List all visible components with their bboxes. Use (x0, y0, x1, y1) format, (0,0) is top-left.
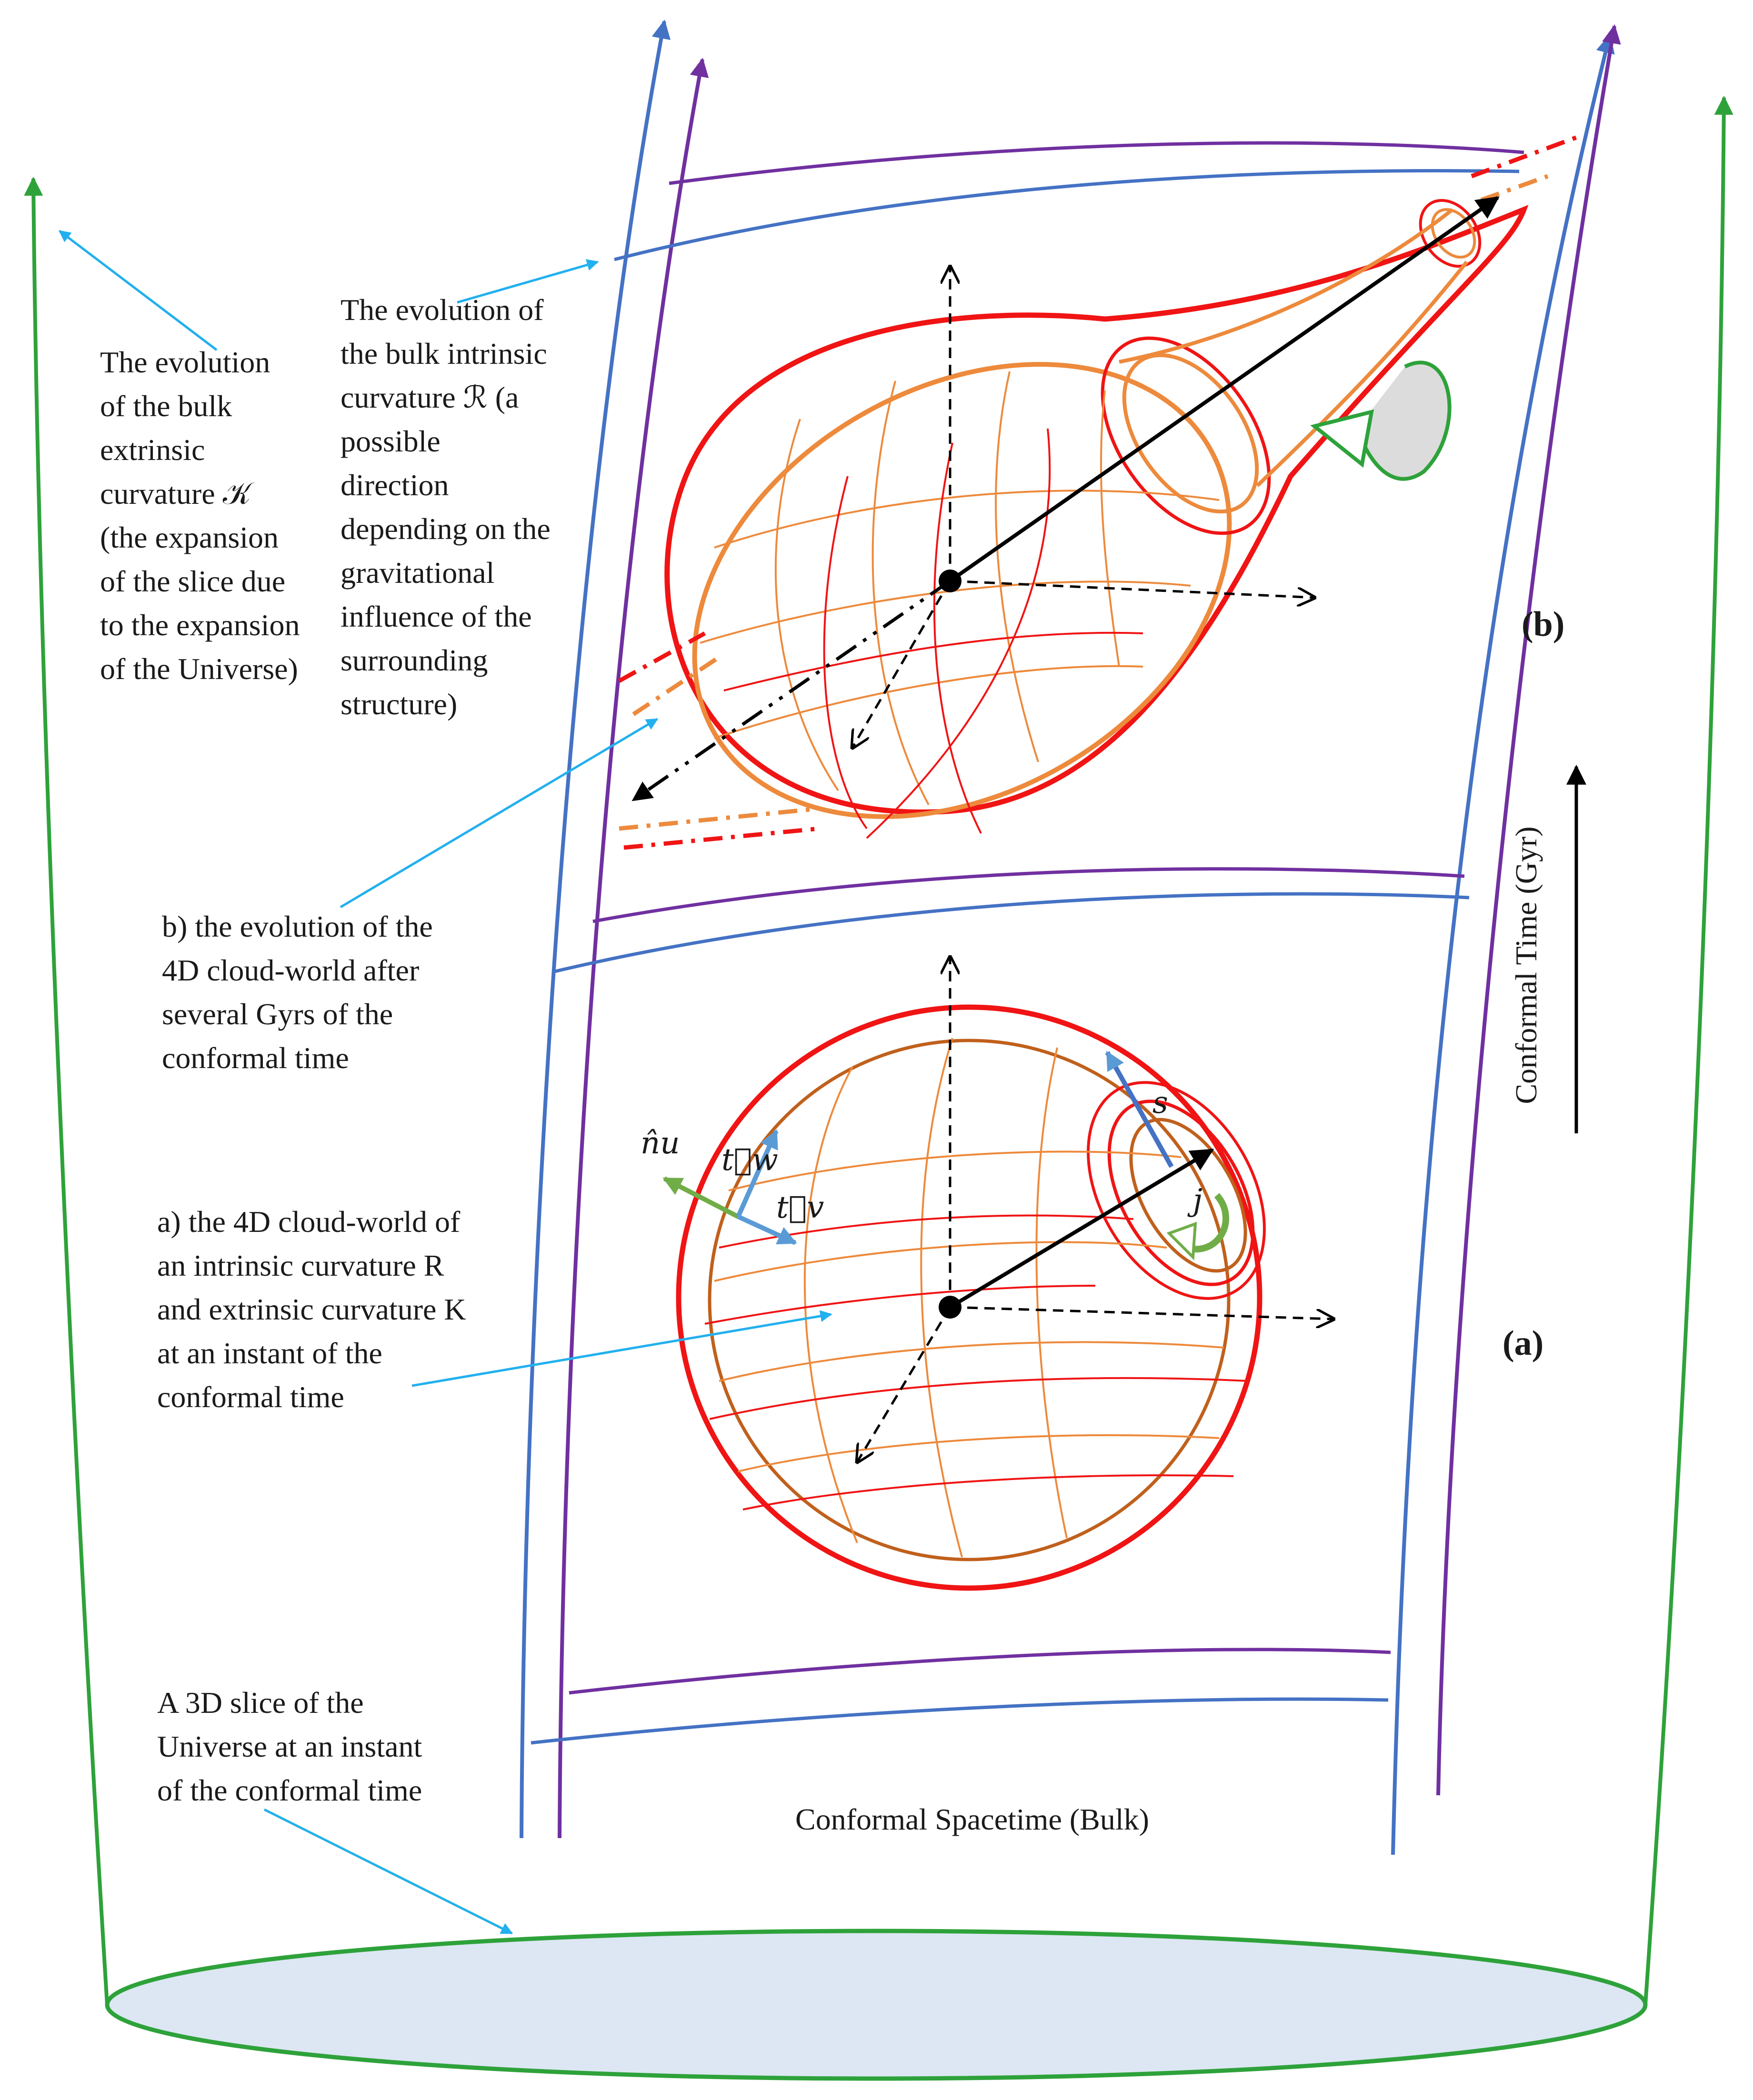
cloud-b-ring-orange (1122, 353, 1259, 514)
pointer-intrinsic (457, 259, 599, 304)
label-n-u: n̂u (641, 1126, 680, 1161)
extrinsic-curve-right (1643, 96, 1733, 2005)
label-evolution-b: b) the evolution of the 4D cloud-world a… (162, 910, 433, 1075)
extrinsic-curve-left (24, 177, 109, 2005)
label-cloud-a: a) the 4D cloud-world of an intrinsic cu… (157, 1205, 466, 1414)
rotation-b-head (1310, 409, 1374, 468)
rotation-j (1185, 1193, 1229, 1253)
label-panel-b: (b) (1522, 605, 1565, 644)
label-time-axis: Conformal Time (Gyr) (1509, 826, 1543, 1104)
slice-low-purple (569, 1648, 1391, 1695)
pointer-evolution-b (340, 718, 659, 909)
cloud-b-tip-orange (1431, 208, 1476, 259)
slice-mid-purple (592, 867, 1465, 923)
cloud-b-ring-red (1101, 336, 1271, 535)
bulk-blue-left (520, 20, 671, 1839)
base-slice-ellipse (105, 1929, 1648, 2081)
label-t-v: t⃗v (776, 1190, 824, 1225)
cloud-b-tail-red-1 (618, 631, 706, 683)
vector-b-main (949, 196, 1500, 583)
vector-a-main (949, 1148, 1214, 1309)
rotation-j-head (1166, 1221, 1197, 1260)
slice-low-blue (531, 1697, 1389, 1745)
cloud-a-outer (676, 1004, 1262, 1591)
cloud-b-tip-red (1419, 199, 1482, 268)
axis-b-down (852, 580, 952, 748)
bulk-purple-left (558, 58, 709, 1839)
slice-top-purple (669, 141, 1524, 185)
cloud-b-outer (664, 205, 1529, 815)
cloud-a-cap-red-2 (1087, 1081, 1266, 1300)
cloud-b-tail-orange-3 (1480, 174, 1549, 202)
center-b (939, 570, 962, 592)
bulk-blue-right (1391, 34, 1615, 1855)
cloud-b-tail-orange-2 (619, 807, 810, 831)
axis-a-down (857, 1306, 952, 1462)
axis-a-right (950, 1306, 1333, 1319)
axis-b-longaxis (631, 580, 951, 801)
pointer-extrinsic (59, 230, 218, 351)
label-bulk: Conformal Spacetime (Bulk) (795, 1802, 1149, 1836)
pointer-cloud-a (411, 1310, 832, 1387)
cloud-b-tail-orange-1 (632, 655, 721, 716)
label-slice: A 3D slice of the Universe at an instant… (157, 1686, 422, 1807)
vector-s (1105, 1050, 1174, 1168)
bulk-purple-right (1436, 24, 1621, 1796)
axis-b-right (950, 580, 1314, 598)
label-intrinsic: The evolution of the bulk intrinsic curv… (341, 293, 551, 721)
panel-b-cloud (618, 133, 1582, 850)
label-j: j (1193, 1183, 1202, 1218)
cloud-b-inner (692, 362, 1232, 819)
rotation-b-arrow (1355, 360, 1452, 481)
label-extrinsic: The evolution of the bulk extrinsic curv… (100, 345, 300, 686)
cloud-b-tail-red-2 (623, 826, 820, 850)
cloud-b-neck-orange (1119, 208, 1469, 487)
vector-t-w (736, 1129, 779, 1218)
slice-mid-blue (554, 892, 1470, 973)
panel-a-cloud (662, 957, 1333, 1591)
vector-n-u (662, 1176, 740, 1219)
label-s: s (1152, 1085, 1168, 1120)
cloud-b-tail-red-3 (1471, 133, 1582, 179)
cloud-a-cap-red-1 (1107, 1100, 1255, 1286)
cloud-a-inner (708, 1039, 1231, 1561)
cloud-a-cap-brown (1129, 1118, 1247, 1273)
center-a (939, 1296, 962, 1319)
slice-top-blue (614, 169, 1520, 261)
label-panel-a: (a) (1503, 1324, 1544, 1363)
label-t-w: t⃗w (721, 1142, 778, 1178)
vector-t-v (737, 1214, 797, 1245)
pointer-slice (263, 1808, 513, 1935)
